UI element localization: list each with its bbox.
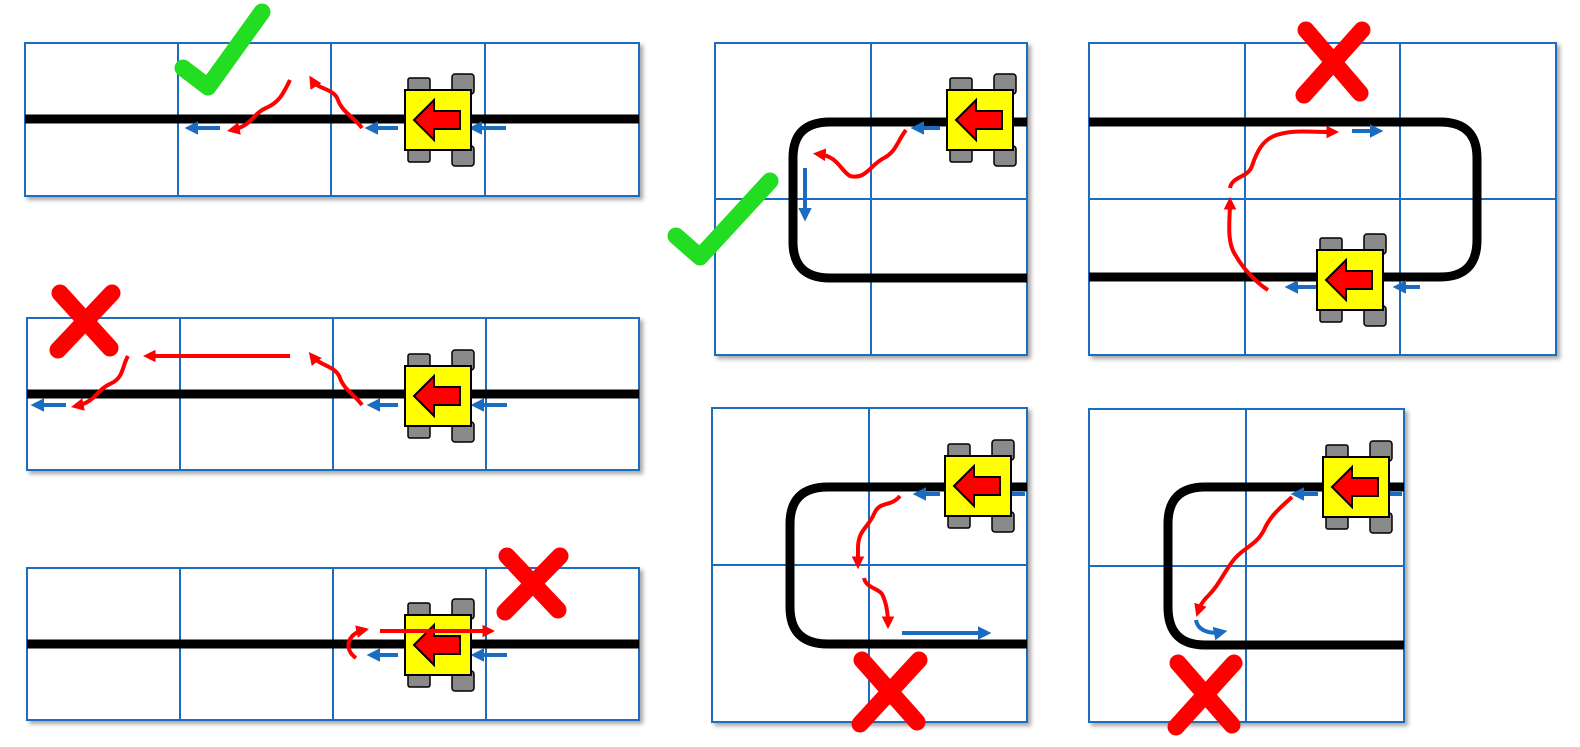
- check-mark-icon: [174, 3, 271, 96]
- check-mark-icon: [667, 172, 779, 266]
- robot-path: [309, 75, 364, 130]
- robot-path: [812, 128, 908, 179]
- robot-path: [70, 354, 130, 411]
- cross-mark-icon: [851, 651, 928, 733]
- robot-path: [226, 79, 292, 135]
- track-loop: [788, 117, 1027, 283]
- robot-path: [851, 494, 902, 570]
- robot-path: [1223, 196, 1270, 292]
- cross-mark-icon: [1167, 654, 1243, 736]
- intended-path: [798, 121, 940, 222]
- track-loop: [1163, 482, 1404, 650]
- panel-loop-jump-upper: [1088, 21, 1557, 356]
- cross-mark-icon: [1295, 21, 1371, 104]
- robot-path: [346, 625, 369, 660]
- cross-mark-icon: [49, 284, 121, 359]
- robot-path: [1194, 495, 1294, 617]
- grid-lines: [1089, 409, 1404, 722]
- panel-straight-reverse: [26, 547, 640, 721]
- robot-path: [862, 577, 895, 630]
- panel-loop-corner-down: [667, 42, 1028, 356]
- track-loop: [785, 482, 1027, 649]
- cross-mark-icon: [496, 547, 569, 621]
- intended-path: [1284, 124, 1420, 294]
- panel-loop-jump-lower: [711, 407, 1028, 733]
- panel-straight-skip-many: [26, 284, 640, 471]
- grid-lines: [715, 43, 1027, 355]
- panel-loop-diagonal: [1088, 408, 1405, 736]
- panel-straight-skip-one: [24, 3, 640, 197]
- robot-path: [1228, 125, 1340, 189]
- robot-path: [308, 352, 364, 407]
- track-loop: [1089, 117, 1482, 282]
